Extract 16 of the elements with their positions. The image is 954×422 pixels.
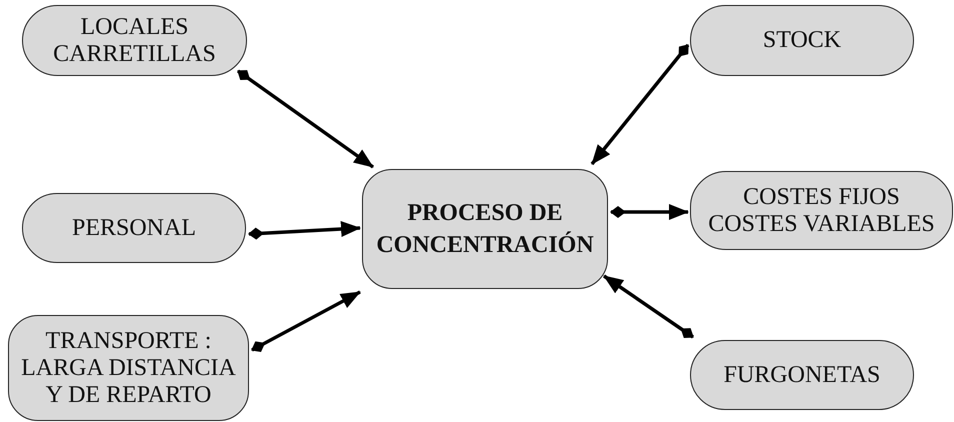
- box-label: PROCESO DE CONCENTRACIÓN: [375, 199, 595, 260]
- arrow: [236, 70, 374, 168]
- box-label: COSTES FIJOS COSTES VARIABLES: [707, 184, 936, 238]
- factor-box: [8, 315, 249, 421]
- arrow: [603, 274, 694, 338]
- box-label: LOCALES CARRETILLAS: [52, 14, 217, 68]
- arrow: [248, 221, 361, 240]
- arrow: [610, 204, 689, 220]
- arrow: [590, 44, 690, 166]
- process-box: [362, 169, 608, 289]
- box-label: PERSONAL: [70, 214, 198, 242]
- box-label: STOCK: [762, 27, 842, 54]
- box-label: TRANSPORTE : LARGA DISTANCIA Y DE REPARTO: [20, 328, 237, 408]
- factor-box: [22, 5, 247, 76]
- box-label: FURGONETAS: [722, 362, 882, 388]
- arrow: [251, 290, 361, 352]
